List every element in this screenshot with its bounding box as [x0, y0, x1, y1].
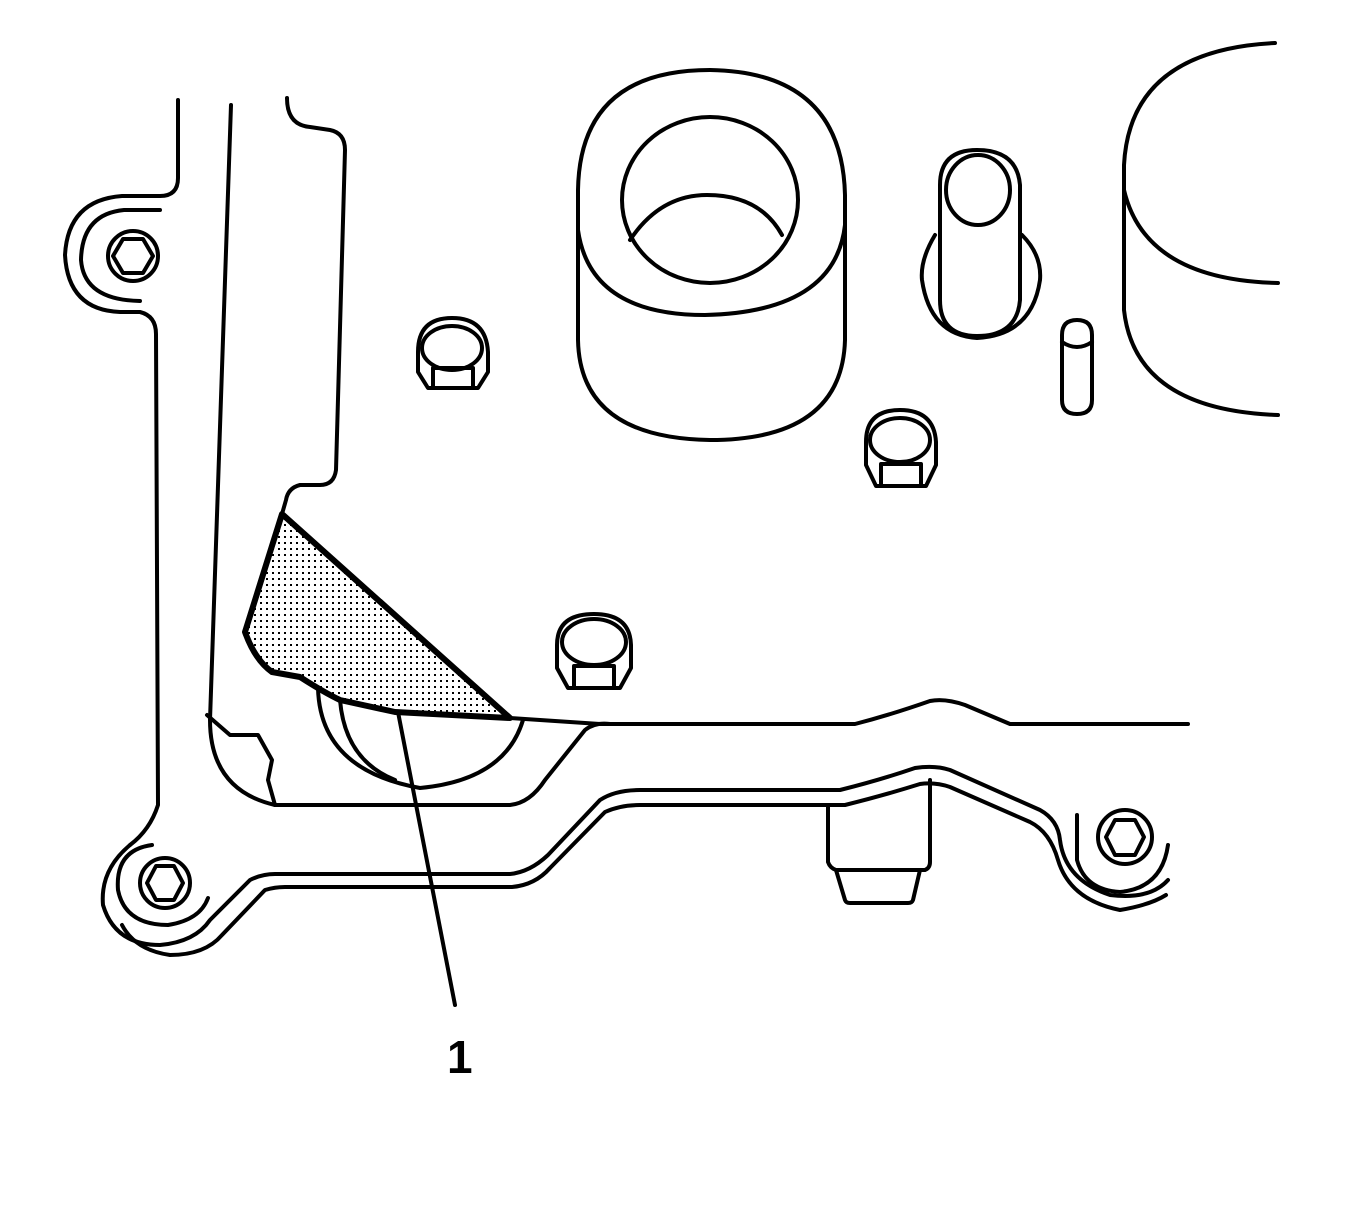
- lower-flange: [100, 764, 1170, 957]
- large-cylinder: [576, 68, 847, 442]
- bolt-bottom-right: [1075, 808, 1170, 894]
- drain-plug: [826, 778, 932, 905]
- hex-bolt-1: [416, 316, 490, 390]
- cover-edge: [280, 96, 347, 516]
- sealant-area: [242, 511, 513, 721]
- bore-arcs: [316, 686, 525, 790]
- casting-detail: [205, 713, 277, 807]
- right-cylinder: [1122, 41, 1280, 417]
- inner-wall-line: [208, 103, 277, 807]
- hex-bolt-3: [555, 612, 633, 690]
- bolt-bottom-left: [115, 843, 210, 927]
- left-flange: [63, 98, 180, 847]
- callout-label-1: 1: [447, 1031, 473, 1083]
- hex-bolt-2: [864, 408, 938, 488]
- dowel-pin: [1060, 318, 1094, 416]
- flange-top-edge: [508, 698, 1190, 726]
- callout-leader-line: [396, 710, 457, 1007]
- bolt-top-left: [106, 229, 160, 283]
- small-cylinder: [919, 148, 1043, 340]
- inner-floor-line: [273, 721, 612, 807]
